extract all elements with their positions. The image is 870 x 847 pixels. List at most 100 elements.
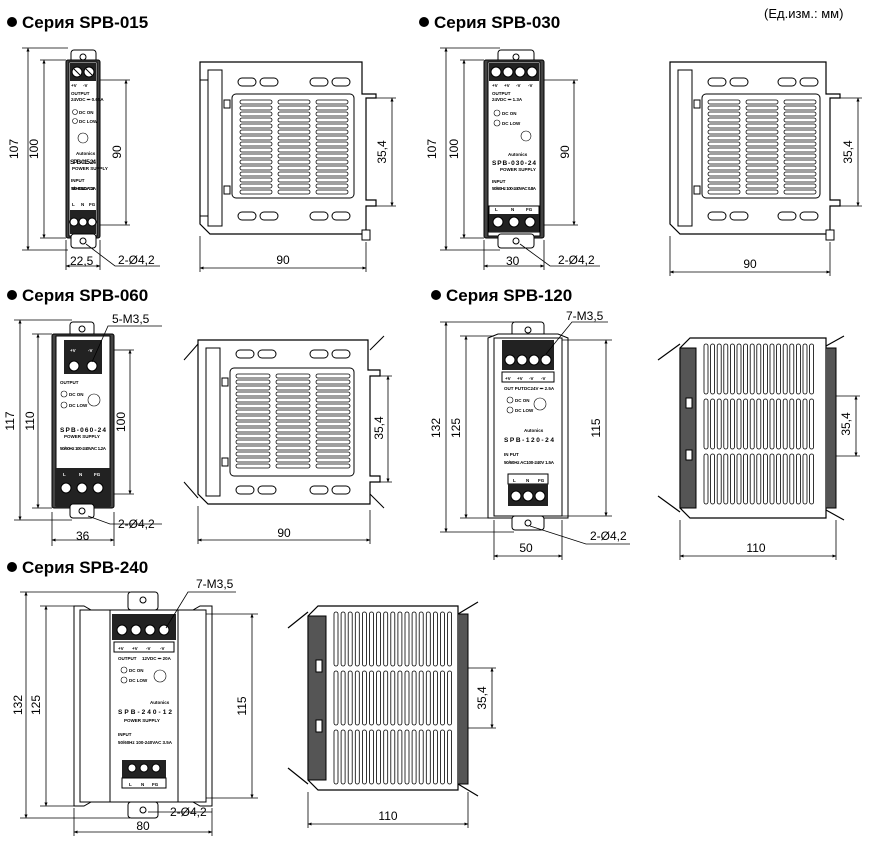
vent-slot [707, 105, 741, 111]
vent-slot [315, 123, 349, 129]
vent-slot [782, 453, 788, 505]
svg-text:+V: +V [70, 348, 76, 353]
vent-slot [383, 729, 389, 785]
vent-slot [315, 147, 349, 153]
vent-slot [275, 409, 311, 415]
vent-slot [235, 391, 271, 397]
svg-text:-V: -V [88, 348, 93, 353]
vent-slot [315, 379, 351, 385]
svg-text:2-Ø4,2: 2-Ø4,2 [118, 517, 155, 531]
svg-text:DC LOW: DC LOW [69, 403, 88, 408]
svg-text:110: 110 [23, 411, 37, 430]
vent-slot [235, 409, 271, 415]
vent-slot [277, 177, 311, 183]
vent-slot [707, 111, 741, 117]
vent-slot [783, 177, 817, 183]
svg-text:L: L [513, 478, 516, 483]
svg-text:OUTPUT: OUTPUT [71, 91, 90, 96]
vent-slot [745, 147, 779, 153]
vent-slot [235, 397, 271, 403]
vent-slot [776, 343, 781, 395]
spb-030-dimension-labels: 107 100 90 30 2-Ø4,2 [425, 139, 595, 268]
svg-text:DC LOW: DC LOW [79, 119, 98, 124]
vent-slot [239, 177, 273, 183]
spb-015-side-dimensions [199, 97, 396, 272]
svg-text:50/60Hz 100-240VAC 3.5A: 50/60Hz 100-240VAC 3.5A [118, 740, 173, 745]
svg-text:OUT PUT: OUT PUT [504, 386, 524, 391]
vent-slot [239, 165, 273, 171]
svg-text:N: N [141, 782, 144, 787]
vent-slot [275, 415, 311, 421]
svg-text:+V: +V [71, 83, 77, 88]
vent-slot [783, 147, 817, 153]
svg-text:FG: FG [538, 478, 545, 483]
spb-060-dimensions [14, 319, 162, 546]
vent-slot [347, 670, 353, 726]
svg-text:OUTPUT: OUTPUT [118, 656, 137, 661]
vent-slot [277, 129, 311, 135]
vent-slot [390, 611, 396, 667]
svg-text:35,4: 35,4 [375, 140, 389, 164]
svg-text:50/60Hz 100-240VAC 0.8A: 50/60Hz 100-240VAC 0.8A [492, 186, 537, 191]
spb-015-front-view: +V -V OUTPUT 24VDC ⎓ 0.65A DC ON DC LOW … [65, 49, 108, 249]
vent-slot [340, 611, 346, 667]
vent-slot [783, 189, 817, 195]
svg-text:Autonics: Autonics [508, 152, 528, 157]
spb-015-vent-slots [237, 77, 351, 221]
vent-slot [796, 453, 801, 505]
vent-slot [315, 117, 349, 123]
svg-text:125: 125 [29, 695, 43, 715]
vent-slot [802, 343, 808, 395]
vent-slot [315, 111, 349, 117]
vent-slot [239, 105, 273, 111]
vent-slot [376, 611, 382, 667]
svg-text:90: 90 [558, 145, 572, 159]
svg-text:90: 90 [277, 526, 291, 540]
vent-slot [789, 398, 795, 450]
svg-text:IN PUT: IN PUT [504, 452, 519, 457]
vent-slot [397, 611, 403, 667]
vent-slot [703, 398, 709, 450]
svg-text:DC ON: DC ON [69, 392, 84, 397]
svg-text:+V: +V [132, 646, 138, 651]
svg-text:-V: -V [516, 83, 521, 88]
svg-text:-V: -V [528, 83, 533, 88]
vent-slot [315, 403, 351, 409]
svg-text:80: 80 [136, 819, 150, 833]
vent-slot [315, 409, 351, 415]
svg-text:90: 90 [276, 253, 290, 267]
vent-slot [745, 189, 779, 195]
vent-slot [235, 439, 271, 445]
svg-text:L: L [72, 202, 75, 207]
vent-slot [347, 729, 353, 785]
vent-slot [369, 670, 374, 726]
svg-text:132: 132 [11, 695, 25, 715]
vent-slot [745, 153, 779, 159]
svg-text:POWER SUPPLY: POWER SUPPLY [72, 166, 108, 171]
svg-text:+V: +V [505, 376, 511, 381]
vent-slot [745, 105, 779, 111]
vent-slot [763, 343, 768, 395]
spb-120-dimension-labels: 132 125 115 50 2-Ø4,2 7-M3,5 [429, 309, 627, 555]
vent-slot [239, 123, 273, 129]
svg-text:SPB-015-24: SPB-015-24 [70, 159, 96, 166]
vent-slot [376, 670, 382, 726]
svg-text:2-Ø4,2: 2-Ø4,2 [558, 253, 595, 267]
vent-slot [763, 398, 768, 450]
spb-060-side-labels: 35,4 90 [277, 416, 386, 540]
svg-text:100: 100 [114, 412, 128, 432]
svg-text:Autonics: Autonics [76, 151, 96, 156]
spb-060-grill [235, 373, 351, 469]
vent-slot [749, 453, 755, 505]
vent-slot [275, 445, 311, 451]
vent-slot [277, 141, 311, 147]
svg-text:115: 115 [235, 696, 249, 715]
vent-slot [749, 343, 755, 395]
vent-slot [235, 433, 271, 439]
vent-slot [315, 397, 351, 403]
vent-slot [745, 183, 779, 189]
vent-slot [418, 611, 424, 667]
vent-slot [745, 129, 779, 135]
spb-240-dimensions [20, 591, 258, 836]
vent-slot [315, 189, 349, 195]
